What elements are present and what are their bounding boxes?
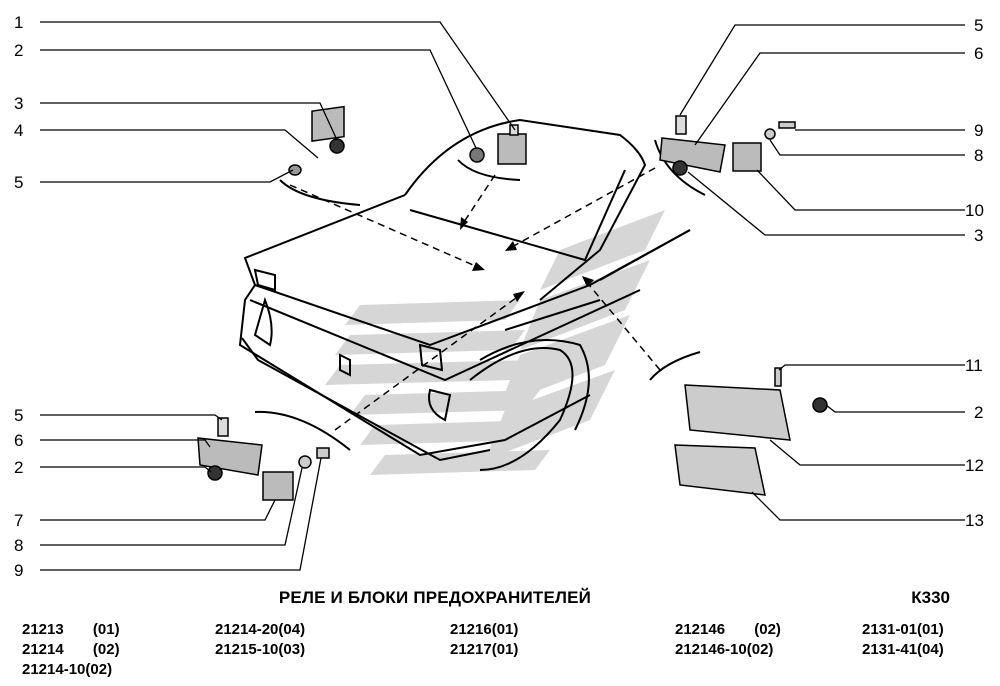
callout-9-bottom: 9 [14,561,23,580]
model-item: 21214 (02) [22,641,120,658]
model-item: 21216(01) [450,621,519,638]
pointer-arrows [289,167,661,431]
callout-11-right: 11 [965,356,983,375]
model-column-2: 21214-20(04) 21215-10(03) [215,620,305,660]
callout-labels: 1 2 3 4 5 5 6 9 8 10 3 11 2 12 13 5 6 2 … [14,13,984,580]
model-column-1: 21213 (01) 21214 (02) 21214-10(02) [22,620,120,680]
callout-10-right: 10 [965,201,984,220]
callout-5-bottom: 5 [14,406,23,425]
model-item: 21214-20(04) [215,621,306,638]
callout-7-bottom: 7 [14,511,23,530]
callout-3: 3 [14,94,23,113]
callout-3-right: 3 [974,226,983,245]
car-outline [238,118,691,471]
model-item: 212146-10(02) [675,641,774,658]
diagram-title: РЕЛЕ И БЛОКИ ПРЕДОХРАНИТЕЛЕЙ [278,588,592,607]
callout-2-right: 2 [974,403,983,422]
callout-8-right: 8 [974,146,983,165]
model-item: 21217(01) [450,641,519,658]
region-arcs [254,139,706,451]
model-item: 21213 (01) [22,621,120,638]
callout-9-right: 9 [974,121,983,140]
model-list: 21213 (01) 21214 (02) 21214-10(02) 21214… [0,620,1000,686]
callout-4: 4 [14,121,23,140]
callout-6-bottom: 6 [14,431,23,450]
callout-2: 2 [14,41,23,60]
model-item: 2131-41(04) [862,641,944,658]
callout-12-right: 12 [965,456,984,475]
model-item: 21215-10(03) [215,641,306,658]
parts [197,105,828,501]
model-item: 2131-01(01) [862,621,944,638]
callout-5: 5 [14,173,23,192]
arrow-heads [460,217,594,302]
model-item: 212146 (02) [675,621,781,638]
callout-13-right: 13 [965,511,984,530]
model-column-4: 212146 (02) 212146-10(02) [675,620,781,660]
model-column-5: 2131-01(01) 2131-41(04) [862,620,944,660]
parts-diagram: 1 2 3 4 5 5 6 9 8 10 3 11 2 12 13 5 6 2 … [14,13,984,580]
callout-8-bottom: 8 [14,536,23,555]
model-column-3: 21216(01) 21217(01) [450,620,518,660]
callout-1: 1 [14,13,23,32]
callout-5-right: 5 [974,16,983,35]
callout-6-right: 6 [974,44,983,63]
watermark-logo [325,210,665,475]
leader-lines [40,21,965,571]
callout-2-bottom: 2 [14,458,23,477]
model-item: 21214-10(02) [22,661,113,678]
diagram-code: К330 [911,588,950,607]
